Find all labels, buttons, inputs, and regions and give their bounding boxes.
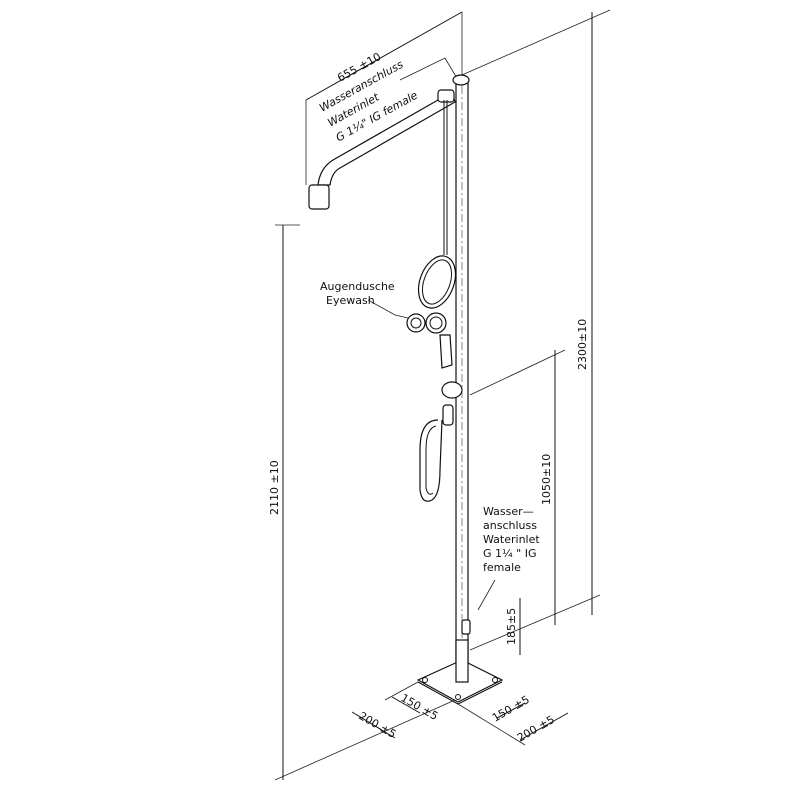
dimension-line-plate-inner-left xyxy=(391,696,421,714)
extension-line-plate-left xyxy=(384,681,419,701)
dimension-total-height: 2300±10 xyxy=(576,319,589,370)
hose-loop-inner xyxy=(425,425,437,495)
hand-shower-holder xyxy=(441,381,463,399)
eyewash-head-right-inner xyxy=(429,316,443,330)
label-line: Eyewash xyxy=(326,294,375,307)
extension-line-handle xyxy=(469,349,566,396)
shower-arm xyxy=(317,91,456,186)
hose-loop xyxy=(419,419,443,502)
shower-nozzle xyxy=(308,184,330,210)
extension-line-top xyxy=(461,9,611,76)
dimension-line-arm xyxy=(305,11,463,101)
label-line: Augendusche xyxy=(320,280,395,293)
pole-cap xyxy=(452,74,470,86)
eyewash-head-left-inner xyxy=(410,317,422,329)
valve xyxy=(437,89,455,103)
eyewash-valve xyxy=(439,334,453,369)
dimension-inlet-height: 185±5 xyxy=(505,608,518,645)
label-line: G 1¼ " IG xyxy=(483,547,537,560)
label-line: Waterinlet xyxy=(483,533,540,546)
pole-foot xyxy=(455,639,469,683)
bolt-hole xyxy=(422,677,428,683)
dimension-line-plate-inner-right xyxy=(496,702,526,719)
extension-line-floor xyxy=(469,594,601,651)
top-inlet-label: Wasseranschluss Waterinlet G 1¼" IG fema… xyxy=(317,58,420,145)
dimension-plate-outer-right: 200 ±5 xyxy=(515,713,557,745)
bolt-hole xyxy=(492,677,498,683)
label-line: Wasser— xyxy=(483,505,534,518)
dimension-handle-height: 1050±10 xyxy=(540,454,553,505)
extension-line-floor-left xyxy=(274,699,456,781)
label-line: female xyxy=(483,561,521,574)
leader-eyewash xyxy=(367,299,409,319)
bottom-inlet xyxy=(461,619,471,635)
leader-bottom-inlet xyxy=(477,579,496,611)
pull-ring xyxy=(417,255,457,309)
bottom-inlet-label: Wasser— anschluss Waterinlet G 1¼ " IG f… xyxy=(483,505,540,574)
eyewash-head-right xyxy=(425,312,447,334)
dimension-plate-inner-left: 150 ±5 xyxy=(399,691,441,723)
label-line: anschluss xyxy=(483,519,537,532)
eyewash-head-left xyxy=(406,313,426,333)
dimension-line-plate-outer-right xyxy=(519,712,569,741)
bolt-hole xyxy=(455,694,461,700)
dimension-plate-inner-right: 150 ±5 xyxy=(490,693,532,725)
dimension-nozzle-height: 2110 ±10 xyxy=(268,460,281,515)
extension-line-plate-right xyxy=(457,703,526,746)
hand-shower xyxy=(442,404,454,426)
dimension-line-plate-outer-left xyxy=(351,711,396,739)
leader-top-inlet xyxy=(399,57,459,81)
dimension-plate-outer-left: 200 ±5 xyxy=(357,709,399,741)
pull-ring-inner xyxy=(421,259,453,305)
eyewash-label: Augendusche Eyewash xyxy=(320,280,395,307)
